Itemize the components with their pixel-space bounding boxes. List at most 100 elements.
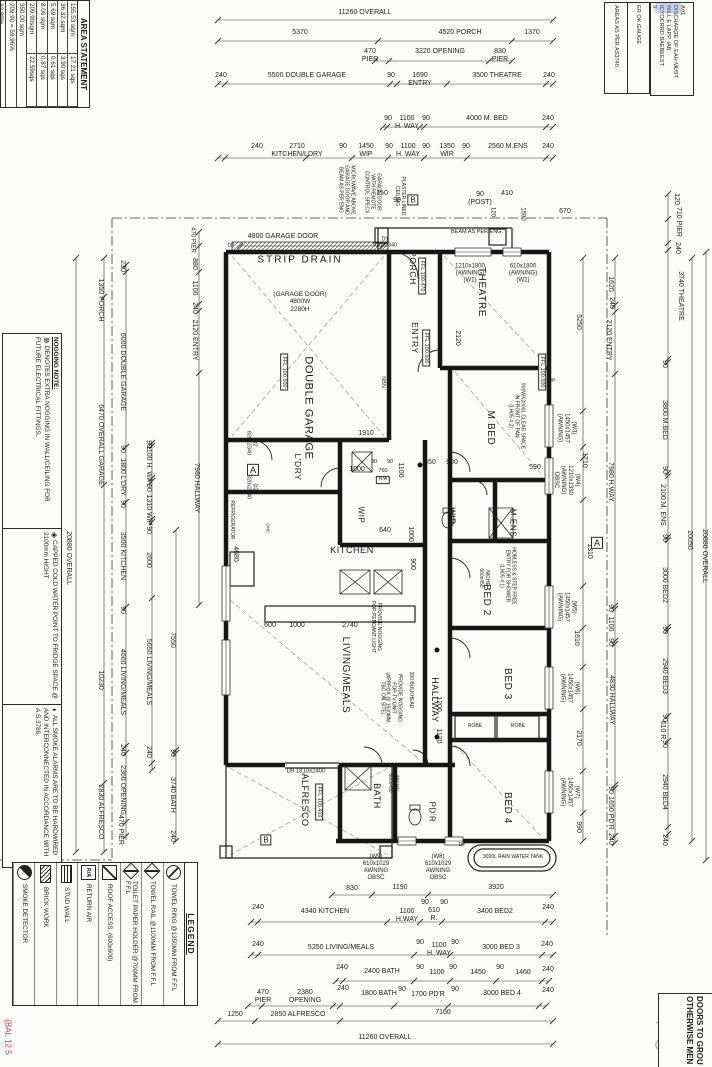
room-label: WIR	[447, 507, 457, 525]
dimension-label: 150	[376, 189, 388, 197]
dimension-label: 2560 M.ENS	[488, 142, 528, 150]
nogging-icon: ⊗	[42, 337, 51, 344]
dimension-label: 3000 BED2	[661, 567, 669, 603]
dimension-label: 90	[496, 963, 504, 971]
room-label: ENTRY	[409, 322, 420, 354]
room-label: PD'R	[427, 801, 437, 823]
dimension-label: 3000 BED 3	[482, 943, 520, 951]
dimension-label: 240	[607, 833, 615, 845]
legend: LEGEND TOWEL RING @1350MM FROM F.F.L TOW…	[12, 862, 198, 1006]
dimension-label: 240	[542, 965, 554, 973]
ceiling-dashed-lines	[229, 255, 546, 856]
dimension-label: 3220 OPENING	[415, 47, 465, 55]
room-label: BED 3	[501, 668, 513, 700]
legend-item: ROOF ACCESS. (600x600)	[98, 863, 120, 1005]
dimension-label: 550	[424, 458, 436, 466]
dimension-label: 240	[145, 746, 153, 758]
dimension-label: 240	[169, 830, 177, 842]
dimension-label: 1100 H. WAY	[394, 114, 420, 130]
legend-item: R/A RETURN AIR	[77, 863, 99, 1005]
dimension-label: 2100 M. ENS	[659, 484, 667, 526]
door-label: D2 820x2340	[245, 430, 258, 456]
dimension-label: 3740 THEATRE	[677, 271, 685, 321]
dimension-label: 3920	[488, 883, 504, 891]
dimension-label: 1000	[407, 526, 415, 542]
annotation-label: BEAM AS PER ENG.	[451, 228, 503, 235]
dimension-label: 470 PIER	[117, 815, 125, 845]
dimension-label: 1000	[349, 465, 365, 473]
dimension-label: 1450 WIP	[358, 142, 374, 158]
legend-item: STUD WALL	[55, 863, 78, 1005]
dimension-label: 20050	[686, 530, 694, 550]
dimension-label: 610 R.	[659, 720, 667, 742]
door-label: (GARAGE DOOR) 4800W 2280H	[273, 290, 327, 313]
dimension-label: 90	[440, 898, 448, 906]
dimension-label: 1800 L'DRY	[119, 458, 127, 496]
discharge-note: A01 DISCHARGE OF EAH MUST WILL E LAPP. I…	[650, 2, 694, 96]
dimension-label: 4520 PORCH	[438, 28, 482, 36]
dimension-label: 4660 LIVING/MEALS	[119, 648, 127, 716]
table-row: 32.89%	[0, 1, 6, 107]
ffl-label: FFL 100.470	[417, 257, 427, 295]
dimension-label: 4800 GARAGE DOOR	[247, 232, 319, 240]
dimension-label: 90	[607, 638, 615, 646]
dimension-label: 7550	[169, 632, 177, 648]
dimension-label: 240	[542, 114, 554, 122]
dimension-label: 410	[501, 189, 513, 197]
dimension-label: 1450	[470, 968, 486, 976]
window-label: 610x1800 (AWNING) (W2)	[508, 263, 538, 284]
dimension-label: 3500 THEATRE	[472, 71, 522, 79]
section-marker: B	[407, 194, 419, 206]
brick-work-icon	[40, 865, 52, 883]
dimension-label: 1800 BATH	[361, 989, 397, 997]
dimension-label: 2830 ALFRESCO	[97, 784, 105, 840]
dimension-label: 90	[385, 142, 393, 150]
dimension-label: 90	[661, 466, 669, 474]
dimension-label: 2170	[575, 730, 583, 746]
annotation-label: PROVIDE NOGGING FOR TV UNIT (APPROX @ 15…	[379, 672, 403, 724]
dimension-label: 2120	[454, 330, 462, 346]
room-label: BED 2	[480, 584, 492, 616]
ffl-label: FFL 100.500	[537, 353, 547, 391]
ffl-label: FFL 100.500	[421, 329, 431, 367]
dimension-label: 10230	[97, 670, 105, 690]
dimension-label: 7980 HALLWAY	[193, 463, 201, 513]
dimension-label: 90	[339, 142, 347, 150]
dimension-label: 2710 KITCHEN/LDRY	[271, 142, 323, 158]
dimension-label: 1350 WIR	[439, 142, 455, 158]
doors-note: DOORS TO GROU OTHERWISE MEN	[658, 993, 712, 1067]
table-row: 209.90 = 59.96%	[5, 1, 16, 107]
ffl-label: FFL 100.500	[279, 353, 289, 391]
dimension-label: 830 PIER	[491, 47, 509, 63]
dimension-label: 1610	[573, 630, 581, 646]
annotation-label: GARAGE DOOR WITH REMOTE CONTROL SPECS	[364, 170, 382, 214]
water-point-icon: ◈	[50, 532, 59, 539]
dimension-label: 2360 OPENING	[119, 765, 127, 815]
bal-rating: (BAL 12.5	[3, 1019, 13, 1055]
dimension-label: 1000	[289, 621, 305, 629]
annotation-label: NICHE 600x450	[478, 568, 490, 588]
dimension-label: 1100	[397, 462, 405, 478]
window-label: (W5) 1450x1457 (AWNING)	[556, 592, 577, 622]
gauge-note: ER OK GAUGE IT AL RASED 20SED	[627, 2, 650, 94]
dimension-label: 90	[398, 985, 406, 993]
dimension-lines	[72, 16, 710, 1048]
smoke-alarm-note: ◐ALL SMOKE ALARMS ARE TO BE HARDWIRED AN…	[2, 704, 62, 868]
capped-water-note: ◈CAPPED COLD WATER POINT TO FRIDGE SPACE…	[2, 528, 62, 708]
dimension-label: 240	[542, 142, 554, 150]
dimension-label: 990	[575, 821, 583, 833]
roof-access-icon	[102, 865, 118, 880]
dimension-label: 90	[449, 963, 457, 971]
dimension-label: 90	[386, 458, 394, 465]
dimension-label: 7160	[435, 1008, 451, 1016]
dimension-label: 610 R.	[428, 906, 440, 922]
dimension-label: 3000 BED 4	[483, 989, 521, 997]
door-label: D3 820x2340	[245, 474, 258, 500]
dimension-label: 1620	[607, 276, 615, 292]
dimension-label: 5250 LIVING/MEALS	[307, 943, 375, 951]
dimension-label: 1190	[392, 883, 408, 891]
dimension-label: 90	[451, 938, 459, 946]
